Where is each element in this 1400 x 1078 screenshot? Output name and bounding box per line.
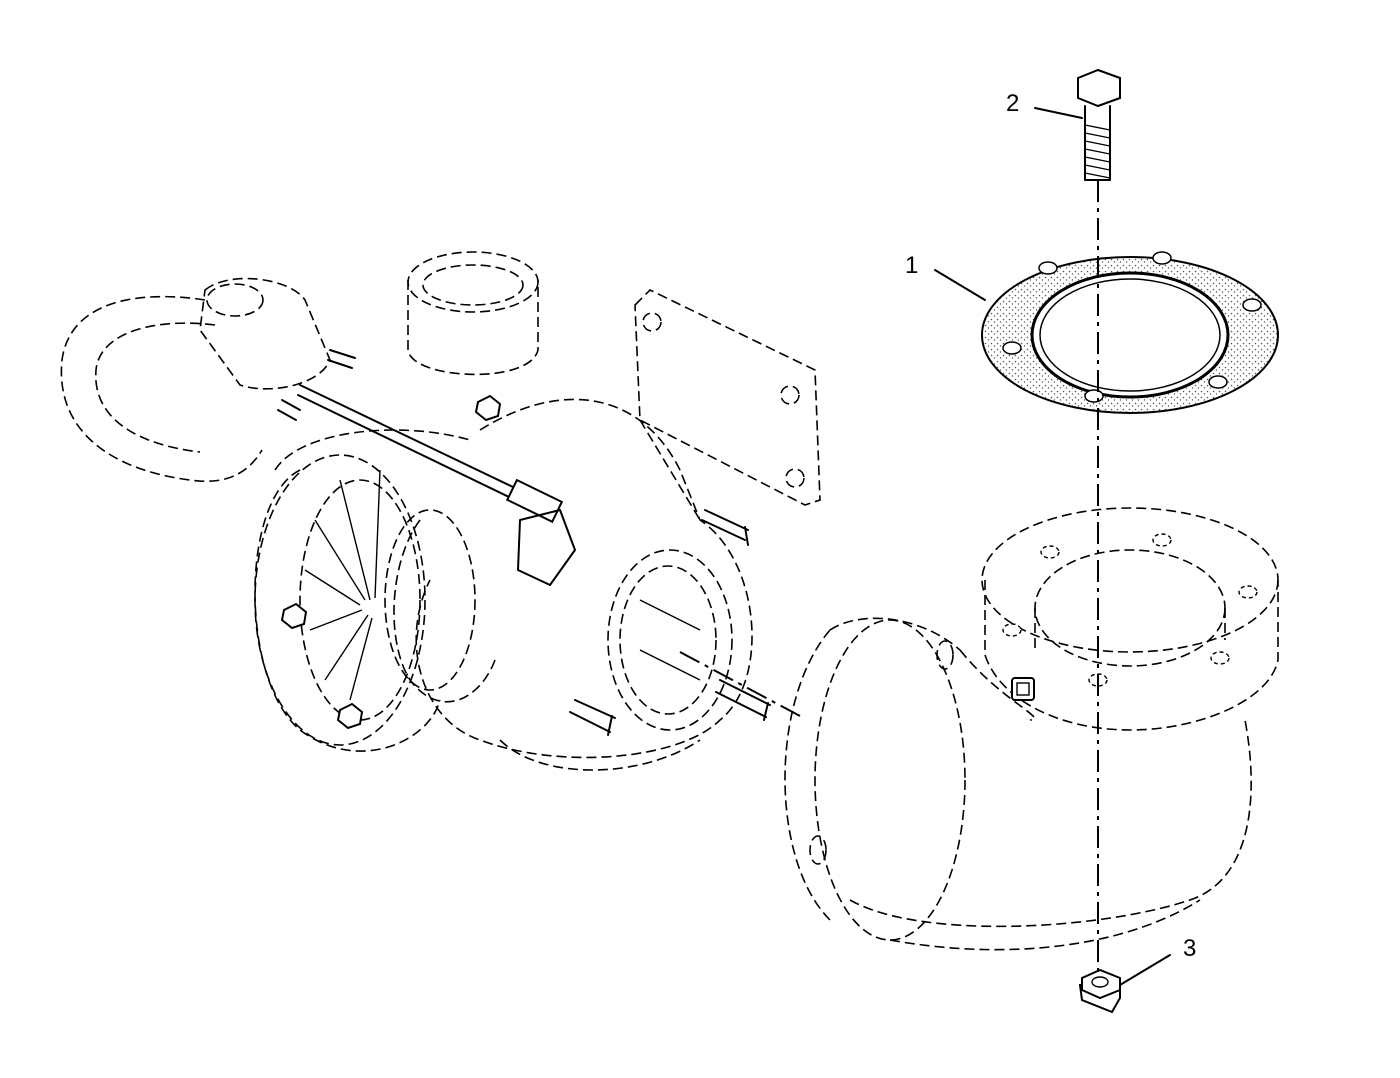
- callout-2: 2: [1006, 90, 1020, 117]
- exhaust-elbow: [784, 507, 1279, 951]
- bolt-part: [1077, 68, 1121, 181]
- turbocharger-phantom: [60, 251, 821, 771]
- outlet-studs: [277, 349, 771, 736]
- housing-bolts: [280, 394, 502, 730]
- gasket-part: [981, 251, 1279, 414]
- leader-lines: [934, 107, 1171, 986]
- callout-1: 1: [905, 252, 919, 279]
- assembly-centerlines: [679, 180, 1099, 976]
- nut-part: [1078, 968, 1121, 1014]
- callout-3: 3: [1183, 935, 1197, 962]
